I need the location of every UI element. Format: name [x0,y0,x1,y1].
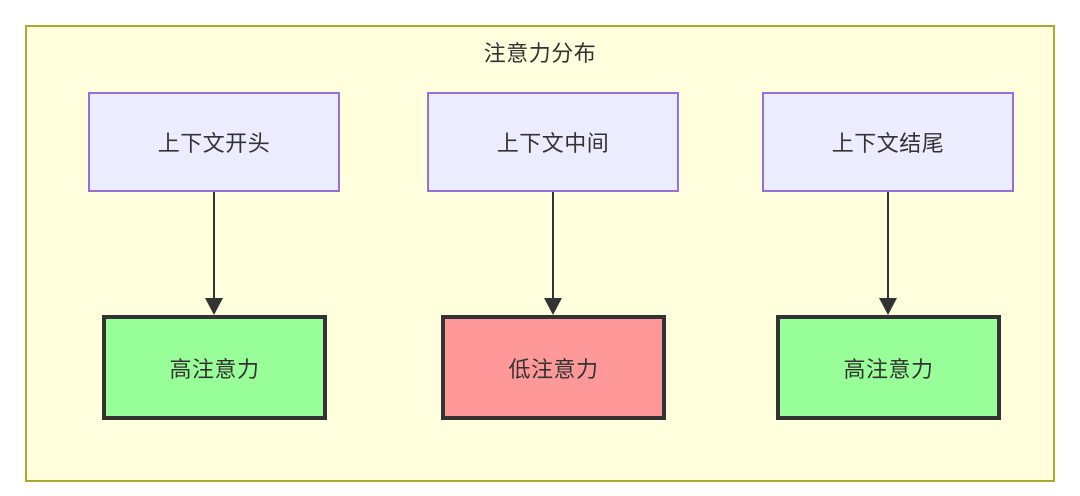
node-context-middle-label: 上下文中间 [496,131,610,156]
subgraph-title: 注意力分布 [483,41,597,66]
node-attention-low-middle-label: 低注意力 [508,356,599,382]
node-attention-high-end[interactable]: 高注意力 [776,315,1001,420]
node-attention-low-middle[interactable]: 低注意力 [441,315,666,420]
node-context-start[interactable]: 上下文开头 [88,92,340,192]
node-context-end-label: 上下文结尾 [831,131,945,156]
node-attention-high-end-label: 高注意力 [843,356,934,382]
node-context-start-label: 上下文开头 [157,131,271,156]
node-attention-high-start-label: 高注意力 [169,356,260,382]
node-context-middle[interactable]: 上下文中间 [427,92,679,192]
node-context-end[interactable]: 上下文结尾 [762,92,1014,192]
node-attention-high-start[interactable]: 高注意力 [102,315,327,420]
